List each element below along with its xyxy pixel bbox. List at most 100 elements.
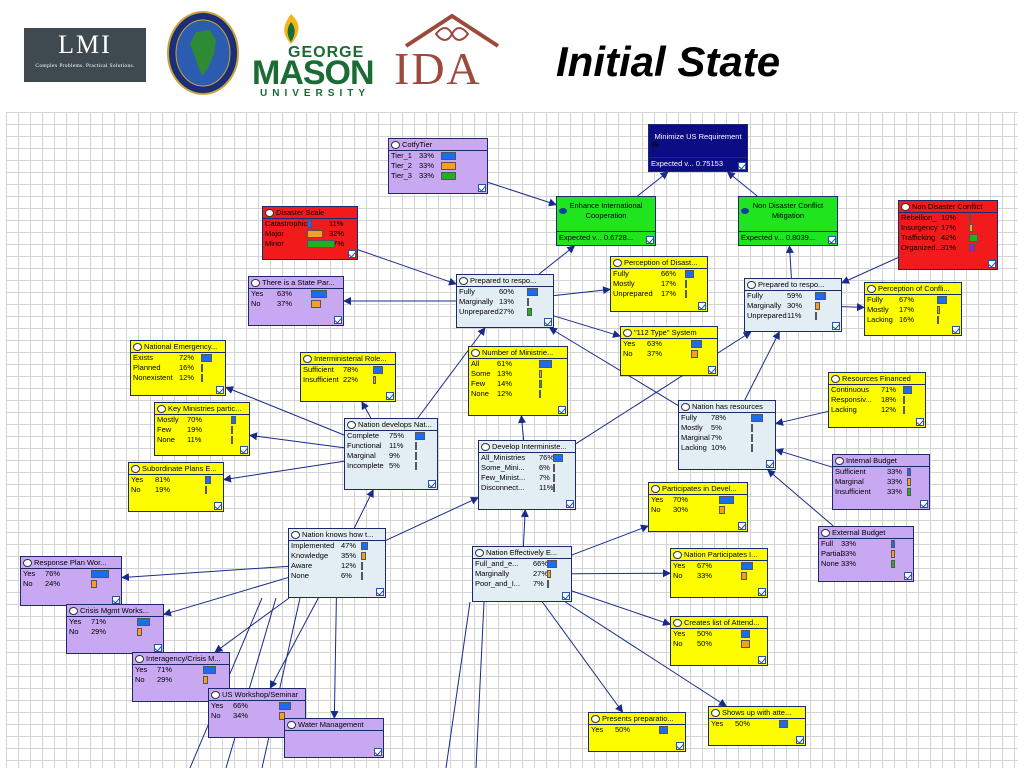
node-check-icon[interactable] bbox=[758, 656, 766, 664]
node-check-icon[interactable] bbox=[698, 302, 706, 310]
probability-bar bbox=[751, 444, 753, 452]
node-check-icon[interactable] bbox=[386, 392, 394, 400]
node-check-icon[interactable] bbox=[920, 500, 928, 508]
node-check-icon[interactable] bbox=[904, 572, 912, 580]
probability-bar bbox=[201, 374, 203, 382]
node-check-icon[interactable] bbox=[916, 418, 924, 426]
gmu-logo: GEORGE MASON UNIVERSITY bbox=[246, 12, 375, 99]
state-percent: 27% bbox=[533, 569, 549, 578]
node-check-icon[interactable] bbox=[738, 522, 746, 530]
probability-bar bbox=[969, 244, 975, 252]
state-label: Poor_and_I... bbox=[475, 579, 521, 588]
edge-prepared-left-to-perception-disaster bbox=[553, 286, 611, 297]
node-check-icon[interactable] bbox=[154, 644, 162, 652]
node-check-icon[interactable] bbox=[796, 736, 804, 744]
node-check-icon[interactable] bbox=[832, 322, 840, 330]
node-check-icon[interactable] bbox=[214, 502, 222, 510]
node-check-icon[interactable] bbox=[376, 588, 384, 596]
edge-nation-knows-to-us-workshop bbox=[269, 597, 319, 689]
node-title: "112 Type" System bbox=[621, 327, 717, 339]
probability-bar bbox=[203, 676, 208, 684]
edge-nation-knows-to-crisis-mgmt bbox=[163, 577, 289, 617]
state-label: Yes bbox=[23, 569, 36, 578]
node-check-icon[interactable] bbox=[988, 260, 996, 268]
node-check-icon[interactable] bbox=[544, 318, 552, 326]
node-check-icon[interactable] bbox=[216, 386, 224, 394]
node-check-icon[interactable] bbox=[758, 588, 766, 596]
node-check-icon[interactable] bbox=[676, 742, 684, 750]
state-label: Fully bbox=[459, 287, 475, 296]
state-percent: 5% bbox=[389, 461, 400, 470]
state-percent: 42% bbox=[941, 233, 957, 242]
node-check-icon[interactable] bbox=[828, 236, 836, 244]
node-check-icon[interactable] bbox=[478, 184, 486, 192]
state-percent: 29% bbox=[91, 627, 107, 636]
state-percent: 32% bbox=[329, 229, 345, 238]
africom-seal-icon bbox=[167, 11, 239, 95]
state-percent: 76% bbox=[539, 453, 555, 462]
node-check-icon[interactable] bbox=[558, 406, 566, 414]
state-percent: 81% bbox=[155, 475, 171, 484]
node-check-icon[interactable] bbox=[240, 446, 248, 454]
probability-bar bbox=[815, 302, 820, 310]
node-check-icon[interactable] bbox=[646, 236, 654, 244]
node-check-icon[interactable] bbox=[348, 250, 356, 258]
node-check-icon[interactable] bbox=[708, 366, 716, 374]
state-row: Organized...31% bbox=[899, 243, 997, 253]
node-check-icon[interactable] bbox=[952, 326, 960, 334]
node-check-icon[interactable] bbox=[428, 480, 436, 488]
utility-node-icon bbox=[651, 141, 659, 147]
node-check-icon[interactable] bbox=[738, 162, 746, 170]
state-percent: 67% bbox=[899, 295, 915, 304]
state-percent: 71% bbox=[91, 617, 107, 626]
state-percent: 7% bbox=[539, 473, 550, 482]
node-check-icon[interactable] bbox=[374, 748, 382, 756]
node-check-icon[interactable] bbox=[562, 592, 570, 600]
node-check-icon[interactable] bbox=[766, 460, 774, 468]
probability-bar bbox=[903, 406, 905, 414]
node-check-icon[interactable] bbox=[566, 500, 574, 508]
node-check-icon[interactable] bbox=[334, 316, 342, 324]
edge-prepared-left-to-enhance-cooperation bbox=[538, 245, 576, 275]
probability-bar bbox=[415, 432, 425, 440]
state-label: Yes bbox=[623, 339, 636, 348]
node-check-icon[interactable] bbox=[112, 596, 120, 604]
node-water-management[interactable]: Water Management bbox=[284, 718, 384, 758]
probability-bar bbox=[415, 462, 417, 470]
node-nation-effectively[interactable]: Nation Effectively E...Full_and_e...66%M… bbox=[472, 546, 572, 602]
edge-nation-develops-to-interministerial-role bbox=[361, 401, 372, 419]
